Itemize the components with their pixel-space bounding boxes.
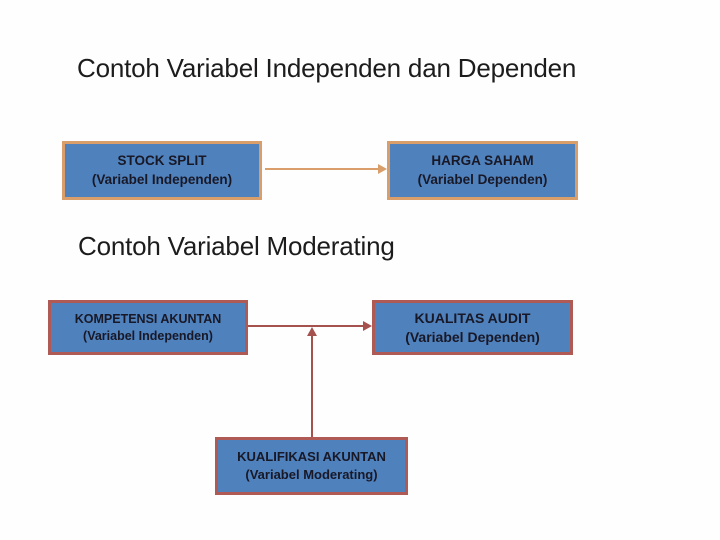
arrow-right-icon	[378, 164, 387, 174]
slide-title-moderating: Contoh Variabel Moderating	[78, 231, 395, 261]
box-kualifikasi-akuntan-line1: KUALIFIKASI AKUNTAN	[237, 449, 386, 465]
connector-line-moderator-vertical	[311, 335, 313, 437]
box-stock-split-line1: STOCK SPLIT	[117, 153, 207, 169]
box-kompetensi-akuntan-line2: (Variabel Independen)	[83, 328, 213, 343]
arrow-up-icon	[307, 327, 317, 336]
connector-line-independen-dependen	[265, 168, 379, 170]
box-stock-split-line2: (Variabel Independen)	[91, 171, 233, 187]
box-harga-saham-line1: HARGA SAHAM	[431, 153, 534, 169]
box-kualitas-audit-line2: (Variabel Dependen)	[405, 328, 540, 345]
box-kualitas-audit: KUALITAS AUDIT (Variabel Dependen)	[372, 300, 573, 355]
box-kualitas-audit-line1: KUALITAS AUDIT	[414, 309, 531, 326]
connector-line-moderating-horizontal	[248, 325, 364, 327]
box-kompetensi-akuntan: KOMPETENSI AKUNTAN (Variabel Independen)	[48, 300, 248, 355]
box-kualifikasi-akuntan-line2: (Variabel Moderating)	[245, 467, 378, 482]
box-harga-saham-line2: (Variabel Dependen)	[417, 171, 548, 187]
box-kompetensi-akuntan-line1: KOMPETENSI AKUNTAN	[74, 311, 222, 326]
arrow-right-icon	[363, 321, 372, 331]
slide-title-independen-dependen: Contoh Variabel Independen dan Dependen	[77, 53, 577, 83]
box-kualifikasi-akuntan: KUALIFIKASI AKUNTAN (Variabel Moderating…	[215, 437, 408, 495]
box-harga-saham: HARGA SAHAM (Variabel Dependen)	[387, 141, 578, 200]
box-stock-split: STOCK SPLIT (Variabel Independen)	[62, 141, 262, 200]
